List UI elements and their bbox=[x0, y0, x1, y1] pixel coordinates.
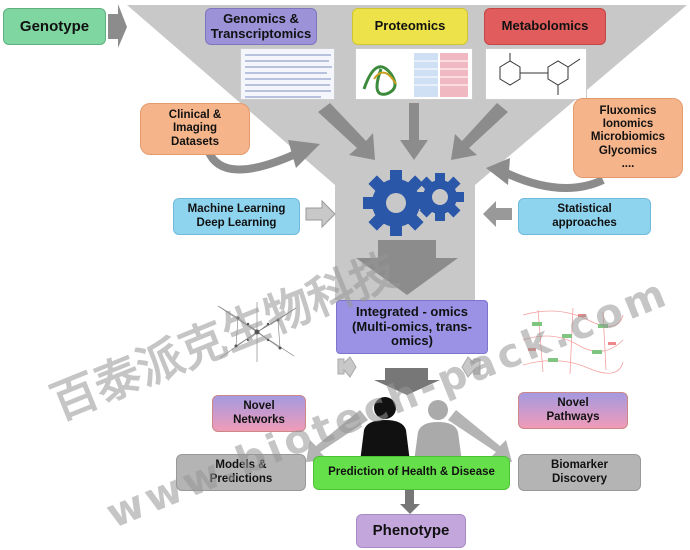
arrow-from-ml bbox=[305, 199, 336, 229]
proteomics-box: Proteomics bbox=[352, 8, 468, 45]
machine-learning-box: Machine Learning Deep Learning bbox=[173, 198, 300, 235]
proteomics-data-thumbnail bbox=[355, 48, 473, 100]
genomics-data-thumbnail bbox=[240, 48, 335, 100]
arrow-to-models bbox=[306, 410, 368, 462]
arrow-left-to-networks bbox=[337, 356, 357, 378]
metabolomics-box: Metabolomics bbox=[484, 8, 606, 45]
gear-icon-large bbox=[363, 170, 429, 236]
novel-pathways-box: Novel Pathways bbox=[518, 392, 628, 429]
network-graph-thumbnail bbox=[208, 298, 306, 366]
models-predictions-box: Models & Predictions bbox=[176, 454, 306, 491]
gear-icon-small bbox=[416, 173, 464, 221]
curved-arrow-left-head bbox=[288, 140, 320, 168]
other-omics-box: Fluxomics Ionomics Microbiomics Glycomic… bbox=[573, 98, 683, 178]
funnel-arrow-right bbox=[451, 103, 508, 160]
statistical-box: Statistical approaches bbox=[518, 198, 651, 235]
arrow-to-biomarker bbox=[448, 410, 512, 462]
funnel-arrow-middle bbox=[400, 103, 428, 160]
curved-arrow-left bbox=[204, 148, 302, 174]
clinical-box: Clinical & Imaging Datasets bbox=[140, 103, 250, 155]
biomarker-discovery-box: Biomarker Discovery bbox=[518, 454, 641, 491]
integrated-omics-box: Integrated - omics (Multi-omics, trans- … bbox=[336, 300, 488, 354]
genotype-arrow bbox=[108, 4, 127, 48]
genomics-box: Genomics & Transcriptomics bbox=[205, 8, 317, 45]
phenotype-box: Phenotype bbox=[356, 514, 466, 548]
novel-networks-box: Novel Networks bbox=[212, 395, 306, 432]
genotype-box: Genotype bbox=[3, 8, 106, 45]
curved-arrow-right-head bbox=[486, 158, 510, 185]
arrow-to-phenotype bbox=[400, 490, 420, 514]
metabolomics-data-thumbnail bbox=[485, 48, 587, 100]
curved-arrow-right bbox=[498, 166, 605, 192]
person-icon-dark bbox=[360, 397, 410, 462]
arrow-down-to-prediction bbox=[374, 368, 440, 395]
arrow-right-to-pathways bbox=[461, 356, 481, 378]
funnel-arrow-left bbox=[318, 103, 375, 160]
pathway-map-thumbnail bbox=[518, 300, 628, 380]
arrow-from-statistical bbox=[483, 201, 512, 227]
arrow-down-to-integrated bbox=[356, 240, 458, 295]
person-icon-grey bbox=[414, 400, 462, 462]
prediction-health-disease-box: Prediction of Health & Disease bbox=[313, 456, 510, 490]
